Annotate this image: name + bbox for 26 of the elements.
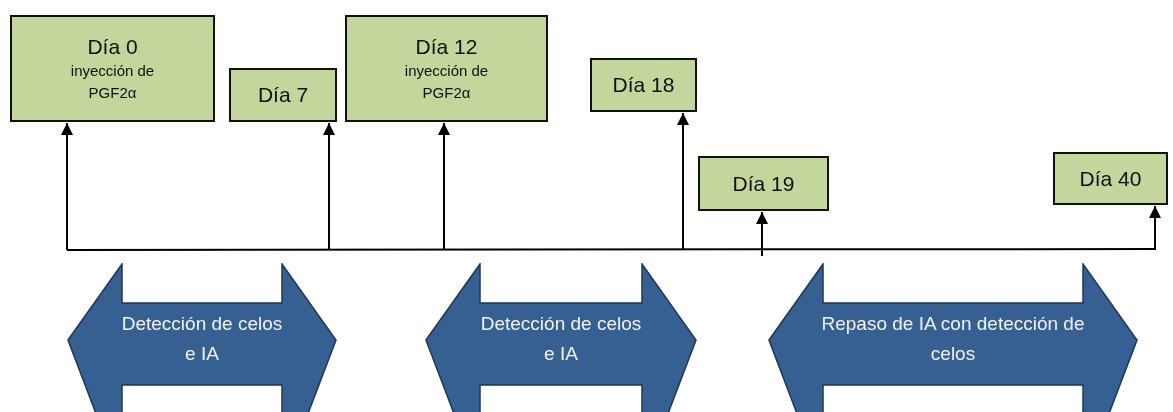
event-text: inyección de PGF2α — [69, 60, 156, 103]
arrow-label: Detección de celos e IA — [120, 312, 284, 366]
arrow — [756, 211, 768, 257]
day-box — [1053, 152, 1168, 205]
day-label: Día 0 — [87, 33, 138, 60]
event-text: inyección de PGF2α — [403, 60, 490, 103]
day-label: Día 18 — [612, 72, 675, 98]
day-label: Día 7 — [257, 82, 309, 108]
day-box — [590, 58, 697, 112]
day-label: Día 40 — [1079, 165, 1142, 192]
arrow — [61, 122, 73, 251]
day-label: Día 12 — [415, 33, 478, 60]
double-arrow-shape — [67, 263, 337, 412]
arrow — [323, 122, 335, 251]
double-arrow-shape — [425, 263, 697, 412]
arrow — [1149, 205, 1161, 251]
arrow-label: Detección de celos e IA — [479, 312, 643, 366]
arrow — [438, 122, 450, 251]
arrow-label: Repaso de IA con detección de celos — [820, 312, 1086, 366]
day-label: Día 19 — [732, 170, 795, 197]
day-box — [698, 156, 829, 211]
double-arrow-shape — [768, 263, 1138, 412]
arrow — [677, 112, 689, 251]
day-box — [345, 15, 548, 122]
day-box — [229, 68, 337, 122]
day-box — [10, 15, 215, 122]
